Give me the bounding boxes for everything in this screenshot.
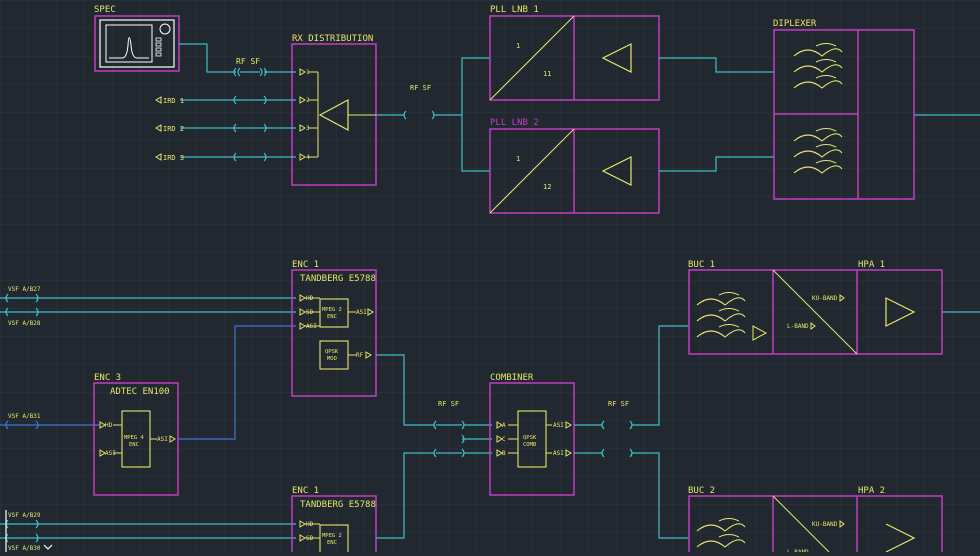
ird3-label: IRD 3: [163, 154, 184, 162]
svg-text:2: 2: [306, 97, 310, 104]
rf-sf-label-1: RF SF: [236, 57, 260, 66]
svg-text:ENC: ENC: [327, 540, 337, 546]
buc1-hpa1-block[interactable]: BUC 1 HPA 1 KU-BAND L-BAND: [688, 260, 943, 355]
vsf-b27-label: VSF A/B27: [8, 286, 41, 293]
svg-text:SD: SD: [306, 535, 314, 542]
svg-text:12: 12: [543, 183, 551, 191]
enc3-title: ENC 3: [94, 373, 121, 383]
svg-text:B: B: [502, 450, 506, 457]
wire-combiner-buc[interactable]: [574, 311, 980, 539]
vsf-b30-label: VSF A/B30: [8, 545, 41, 552]
svg-text:MOD: MOD: [327, 356, 337, 362]
wire-spec-rx[interactable]: [179, 43, 296, 77]
rf-sf-label-2: RF SF: [410, 84, 431, 92]
svg-text:COMB: COMB: [523, 442, 537, 448]
svg-text:MPEG 2: MPEG 2: [322, 307, 342, 313]
svg-text:KU-BAND: KU-BAND: [812, 295, 838, 302]
hpa2-title: HPA 2: [858, 486, 885, 496]
enc3-block[interactable]: ENC 3 ADTEC EN100 MPEG 4 ENC HD ASI ASI: [93, 373, 179, 496]
oscillator-icon: [752, 325, 768, 341]
wire-lnb-diplexer[interactable]: [659, 57, 980, 172]
enc1b-model: TANDBERG E5788: [300, 500, 376, 510]
hpa1-title: HPA 1: [858, 260, 885, 270]
svg-text:HD: HD: [306, 521, 314, 528]
svg-text:HD: HD: [306, 295, 314, 302]
wire-enc-combiner[interactable]: [376, 354, 492, 539]
spectrum-trace-icon: [109, 37, 149, 59]
filter-icon: [696, 517, 746, 548]
buc1-title: BUC 1: [688, 260, 715, 270]
svg-text:1: 1: [516, 155, 520, 163]
diplexer-title: DIPLEXER: [773, 19, 817, 29]
ird-outputs[interactable]: [180, 95, 296, 162]
svg-text:4: 4: [306, 154, 310, 161]
vsf-inputs[interactable]: [0, 293, 296, 552]
vsf-b29-label: VSF A/B29: [8, 512, 41, 519]
rf-sf-label-4: RF SF: [608, 400, 629, 408]
enc1b-title: ENC 1: [292, 486, 319, 496]
svg-text:ASI: ASI: [105, 450, 116, 457]
svg-text:3: 3: [306, 125, 310, 132]
amplifier-triangle-icon: [885, 297, 916, 327]
svg-text:ASI: ASI: [356, 309, 367, 316]
svg-text:ENC: ENC: [129, 442, 139, 448]
filter-icon: [696, 291, 746, 338]
buc2-title: BUC 2: [688, 486, 715, 496]
amplifier-triangle-icon: [885, 523, 916, 553]
svg-text:QPSK: QPSK: [523, 435, 537, 441]
combiner-block[interactable]: COMBINER QPSK COMB A C B ASI ASI: [489, 373, 575, 496]
svg-text:A: A: [502, 422, 506, 429]
enc1-model: TANDBERG E5788: [300, 274, 376, 284]
diplexer-block[interactable]: DIPLEXER: [773, 19, 915, 200]
amplifier-triangle-icon: [601, 43, 632, 73]
svg-text:ASI: ASI: [553, 450, 564, 457]
svg-text:ASI: ASI: [553, 422, 564, 429]
svg-text:1: 1: [516, 42, 520, 50]
knob-icon: [159, 23, 171, 35]
filter-icon: [793, 127, 843, 174]
svg-text:C: C: [502, 436, 506, 443]
svg-text:RF: RF: [356, 352, 364, 359]
svg-text:1: 1: [306, 69, 310, 76]
vsf-b31-label: VSF A/B31: [8, 413, 41, 420]
ird1-label: IRD 1: [163, 97, 184, 105]
svg-text:ASI: ASI: [306, 323, 317, 330]
pll-lnb2-title: PLL LNB 2: [490, 118, 539, 128]
svg-text:ASI: ASI: [157, 436, 168, 443]
svg-text:QPSK: QPSK: [325, 349, 339, 355]
enc3-model: ADTEC EN100: [110, 387, 170, 397]
svg-text:HD: HD: [105, 422, 113, 429]
spec-title: SPEC: [94, 5, 116, 15]
combiner-title: COMBINER: [490, 373, 534, 383]
amplifier-triangle-icon: [601, 156, 632, 186]
svg-text:MPEG 4: MPEG 4: [124, 435, 145, 441]
filter-icon: [793, 42, 843, 89]
rx-distribution-block[interactable]: RX DISTRIBUTION 1 2 3 4: [291, 34, 377, 186]
rx-distribution-title: RX DISTRIBUTION: [292, 34, 373, 44]
rf-sf-label-3: RF SF: [438, 400, 459, 408]
svg-text:11: 11: [543, 70, 551, 78]
enc1-title: ENC 1: [292, 260, 319, 270]
enc1-block[interactable]: ENC 1 TANDBERG E5788 MPEG 2 ENC QPSK MOD…: [291, 260, 377, 397]
svg-text:ENC: ENC: [327, 314, 337, 320]
vsf-b28-label: VSF A/B28: [8, 320, 41, 327]
svg-text:MPEG 2: MPEG 2: [322, 533, 342, 539]
ird2-label: IRD 2: [163, 125, 184, 133]
wire-rx-lnb[interactable]: [376, 57, 490, 172]
svg-text:L-BAND: L-BAND: [787, 323, 809, 330]
pll-lnb1-title: PLL LNB 1: [490, 5, 539, 15]
svg-text:KU-BAND: KU-BAND: [812, 521, 838, 528]
svg-text:SD: SD: [306, 309, 314, 316]
